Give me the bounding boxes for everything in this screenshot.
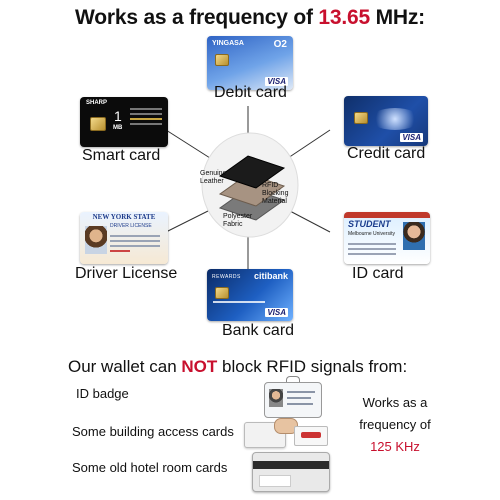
id-card-header-bar: [344, 212, 430, 218]
cannot-block-not: NOT: [181, 357, 218, 376]
wallet-layers-icon: [200, 130, 300, 240]
low-frequency-line1: Works as a: [362, 395, 428, 410]
id-card-image: STUDENT Melbourne University: [344, 212, 430, 264]
connector-lines: [165, 106, 331, 270]
smart-card-fineprint: [130, 105, 162, 135]
id-card-fields: [348, 240, 396, 258]
o2-logo: O2: [273, 39, 287, 50]
bank-card-tag: REWARDS: [212, 274, 241, 280]
id-badge-icon: [258, 376, 326, 418]
id-photo: [403, 222, 425, 250]
rfid-layer-label: RFID Blocking Material: [262, 182, 289, 205]
license-fields: [110, 232, 160, 255]
citibank-logo: citibank: [253, 271, 288, 281]
id-card-school: Melbourne University: [348, 231, 395, 237]
cannot-block-item: ID badge: [76, 386, 129, 401]
bank-card-number-strip: [213, 301, 265, 303]
bank-card-image: REWARDS citibank VISA: [207, 269, 293, 321]
visa-logo: VISA: [265, 77, 288, 86]
visa-logo: VISA: [400, 133, 423, 142]
card-artwork: [370, 108, 420, 130]
cannot-block-item: Some old hotel room cards: [72, 460, 228, 475]
hotel-key-card-icon: [252, 452, 332, 492]
access-card-icon: [244, 418, 328, 448]
smart-card-size: MB: [113, 125, 123, 131]
credit-card-image: VISA: [344, 96, 428, 146]
cannot-block-prefix: Our wallet can: [68, 357, 182, 376]
low-frequency-note: Works as a frequency of 125 KHz: [345, 392, 445, 458]
cannot-block-heading: Our wallet can NOT block RFID signals fr…: [68, 357, 407, 377]
smart-card-label: Smart card: [82, 147, 161, 164]
headline: Works as a frequency of 13.65 MHz:: [0, 6, 500, 30]
sharp-brand: SHARP: [86, 100, 108, 106]
chip-icon: [354, 112, 368, 124]
credit-card-label: Credit card: [347, 145, 426, 162]
debit-card-image: YINGASA O2 VISA: [207, 36, 293, 90]
low-frequency-value: 125 KHz: [370, 439, 420, 454]
driver-license-label: Driver License: [75, 265, 178, 282]
driver-license-title: DRIVER LICENSE: [110, 223, 152, 229]
low-frequency-line2: frequency of: [359, 417, 431, 432]
debit-card-bank: YINGASA: [212, 40, 244, 47]
id-card-label: ID card: [352, 265, 404, 282]
cannot-block-suffix: block RFID signals from:: [217, 357, 408, 376]
cannot-block-item: Some building access cards: [72, 424, 234, 439]
id-card-title: STUDENT: [348, 219, 391, 229]
bank-card-label: Bank card: [222, 322, 295, 339]
smart-card-image: SHARP 1 MB: [80, 97, 168, 147]
headline-suffix: MHz:: [369, 6, 426, 29]
headline-prefix: Works as a frequency of: [75, 6, 319, 29]
smart-card-number: 1: [114, 108, 122, 124]
headline-frequency: 13.65: [318, 6, 370, 29]
chip-icon: [90, 117, 106, 131]
leather-layer-label: Genuine Leather: [200, 170, 227, 185]
license-photo: [85, 226, 107, 254]
driver-license-image: NEW YORK STATE DRIVER LICENSE: [80, 212, 168, 264]
visa-logo: VISA: [265, 308, 288, 317]
debit-card-label: Debit card: [214, 84, 287, 101]
chip-icon: [215, 287, 229, 299]
polyester-layer-label: Polyester Fabric: [223, 213, 253, 228]
driver-license-state: NEW YORK STATE: [92, 213, 156, 221]
chip-icon: [215, 54, 229, 66]
